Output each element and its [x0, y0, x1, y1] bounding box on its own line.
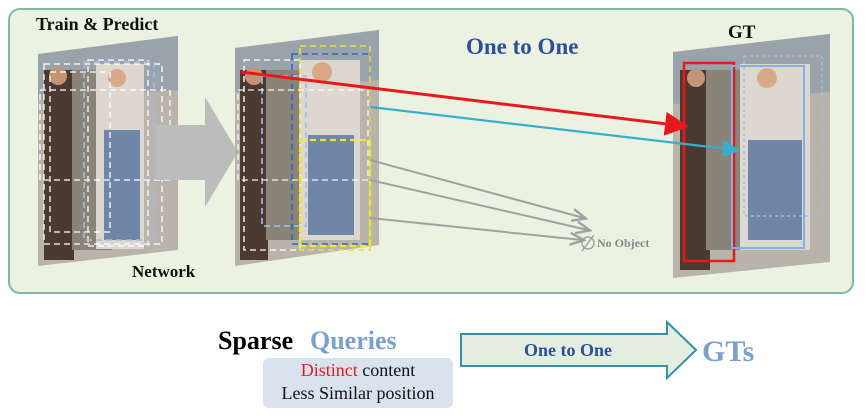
- empty-set-icon: [581, 234, 595, 252]
- match-arrow-red: [240, 70, 689, 136]
- network-arrow: [156, 97, 238, 207]
- arrow-label: One to One: [524, 340, 612, 360]
- no-object-label: No Object: [597, 236, 650, 250]
- match-arrow-cyan: [369, 105, 741, 158]
- query-photo: [235, 30, 379, 266]
- gt-label: GT: [728, 22, 756, 43]
- train-predict-label: Train & Predict: [36, 14, 159, 34]
- gts-label: GTs: [702, 335, 755, 368]
- content-word: content: [357, 360, 416, 380]
- distinct-content-line: Distinct content: [263, 360, 453, 381]
- network-label: Network: [132, 262, 196, 281]
- gt-photo: [673, 34, 830, 278]
- less-similar-line: Less Similar position: [281, 383, 435, 403]
- sparse-label: Sparse: [218, 326, 294, 355]
- query-properties-box: Distinct content Less Similar position: [263, 358, 453, 408]
- input-photo: [38, 36, 178, 266]
- distinct-word: Distinct: [300, 360, 358, 380]
- one-to-one-title: One to One: [466, 34, 579, 59]
- queries-label: Queries: [310, 326, 397, 355]
- no-object-arrows: [369, 159, 588, 240]
- one-to-one-arrow: [460, 319, 698, 381]
